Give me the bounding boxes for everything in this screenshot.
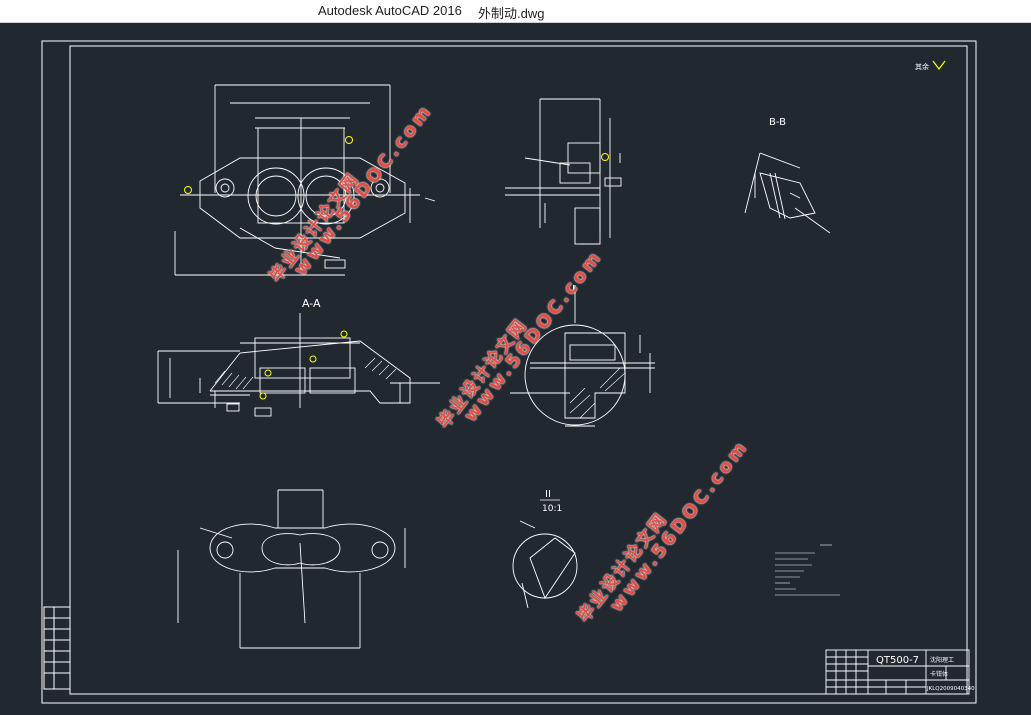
detail-ii-scale: 10:1 (542, 504, 562, 514)
hatch-aa (214, 357, 397, 390)
section-aa (157, 313, 440, 417)
front-view (174, 84, 436, 276)
section-bb (744, 152, 831, 234)
left-strip (43, 606, 71, 690)
section-bb-label: B-B (769, 117, 786, 128)
yellow-highlights (184, 60, 946, 400)
app-title: Autodesk AutoCAD 2016 (318, 3, 462, 18)
detail-i-label: I (572, 283, 575, 296)
outer-frame (41, 40, 977, 704)
title-block (825, 649, 970, 695)
tech-notes (775, 544, 840, 596)
section-aa-label: A-A (302, 297, 321, 310)
file-name: 外制动.dwg (478, 6, 545, 21)
side-view (505, 98, 622, 245)
drawing-canvas[interactable]: A-A B-B I II 10:1 其余 QT500-7 沈阳理工 卡钳体 JK… (0, 23, 1031, 711)
title-drawing-number: JKLQ2009040340 (926, 686, 975, 692)
title-company: 沈阳理工 (930, 656, 954, 664)
title-part-name: 卡钳体 (930, 670, 948, 678)
inner-frame (69, 45, 968, 695)
detail-i (510, 285, 655, 427)
title-material: QT500-7 (876, 655, 919, 666)
detail-ii (512, 520, 578, 609)
hatch-detail-i (569, 367, 626, 419)
roughness-note: 其余 (915, 62, 929, 71)
window-title-bar: Autodesk AutoCAD 2016 外制动.dwg (0, 0, 1031, 23)
detail-ii-label: II (545, 489, 551, 500)
drawing-svg: A-A B-B I II 10:1 其余 QT500-7 沈阳理工 卡钳体 JK… (41, 40, 977, 704)
top-view (177, 489, 406, 649)
